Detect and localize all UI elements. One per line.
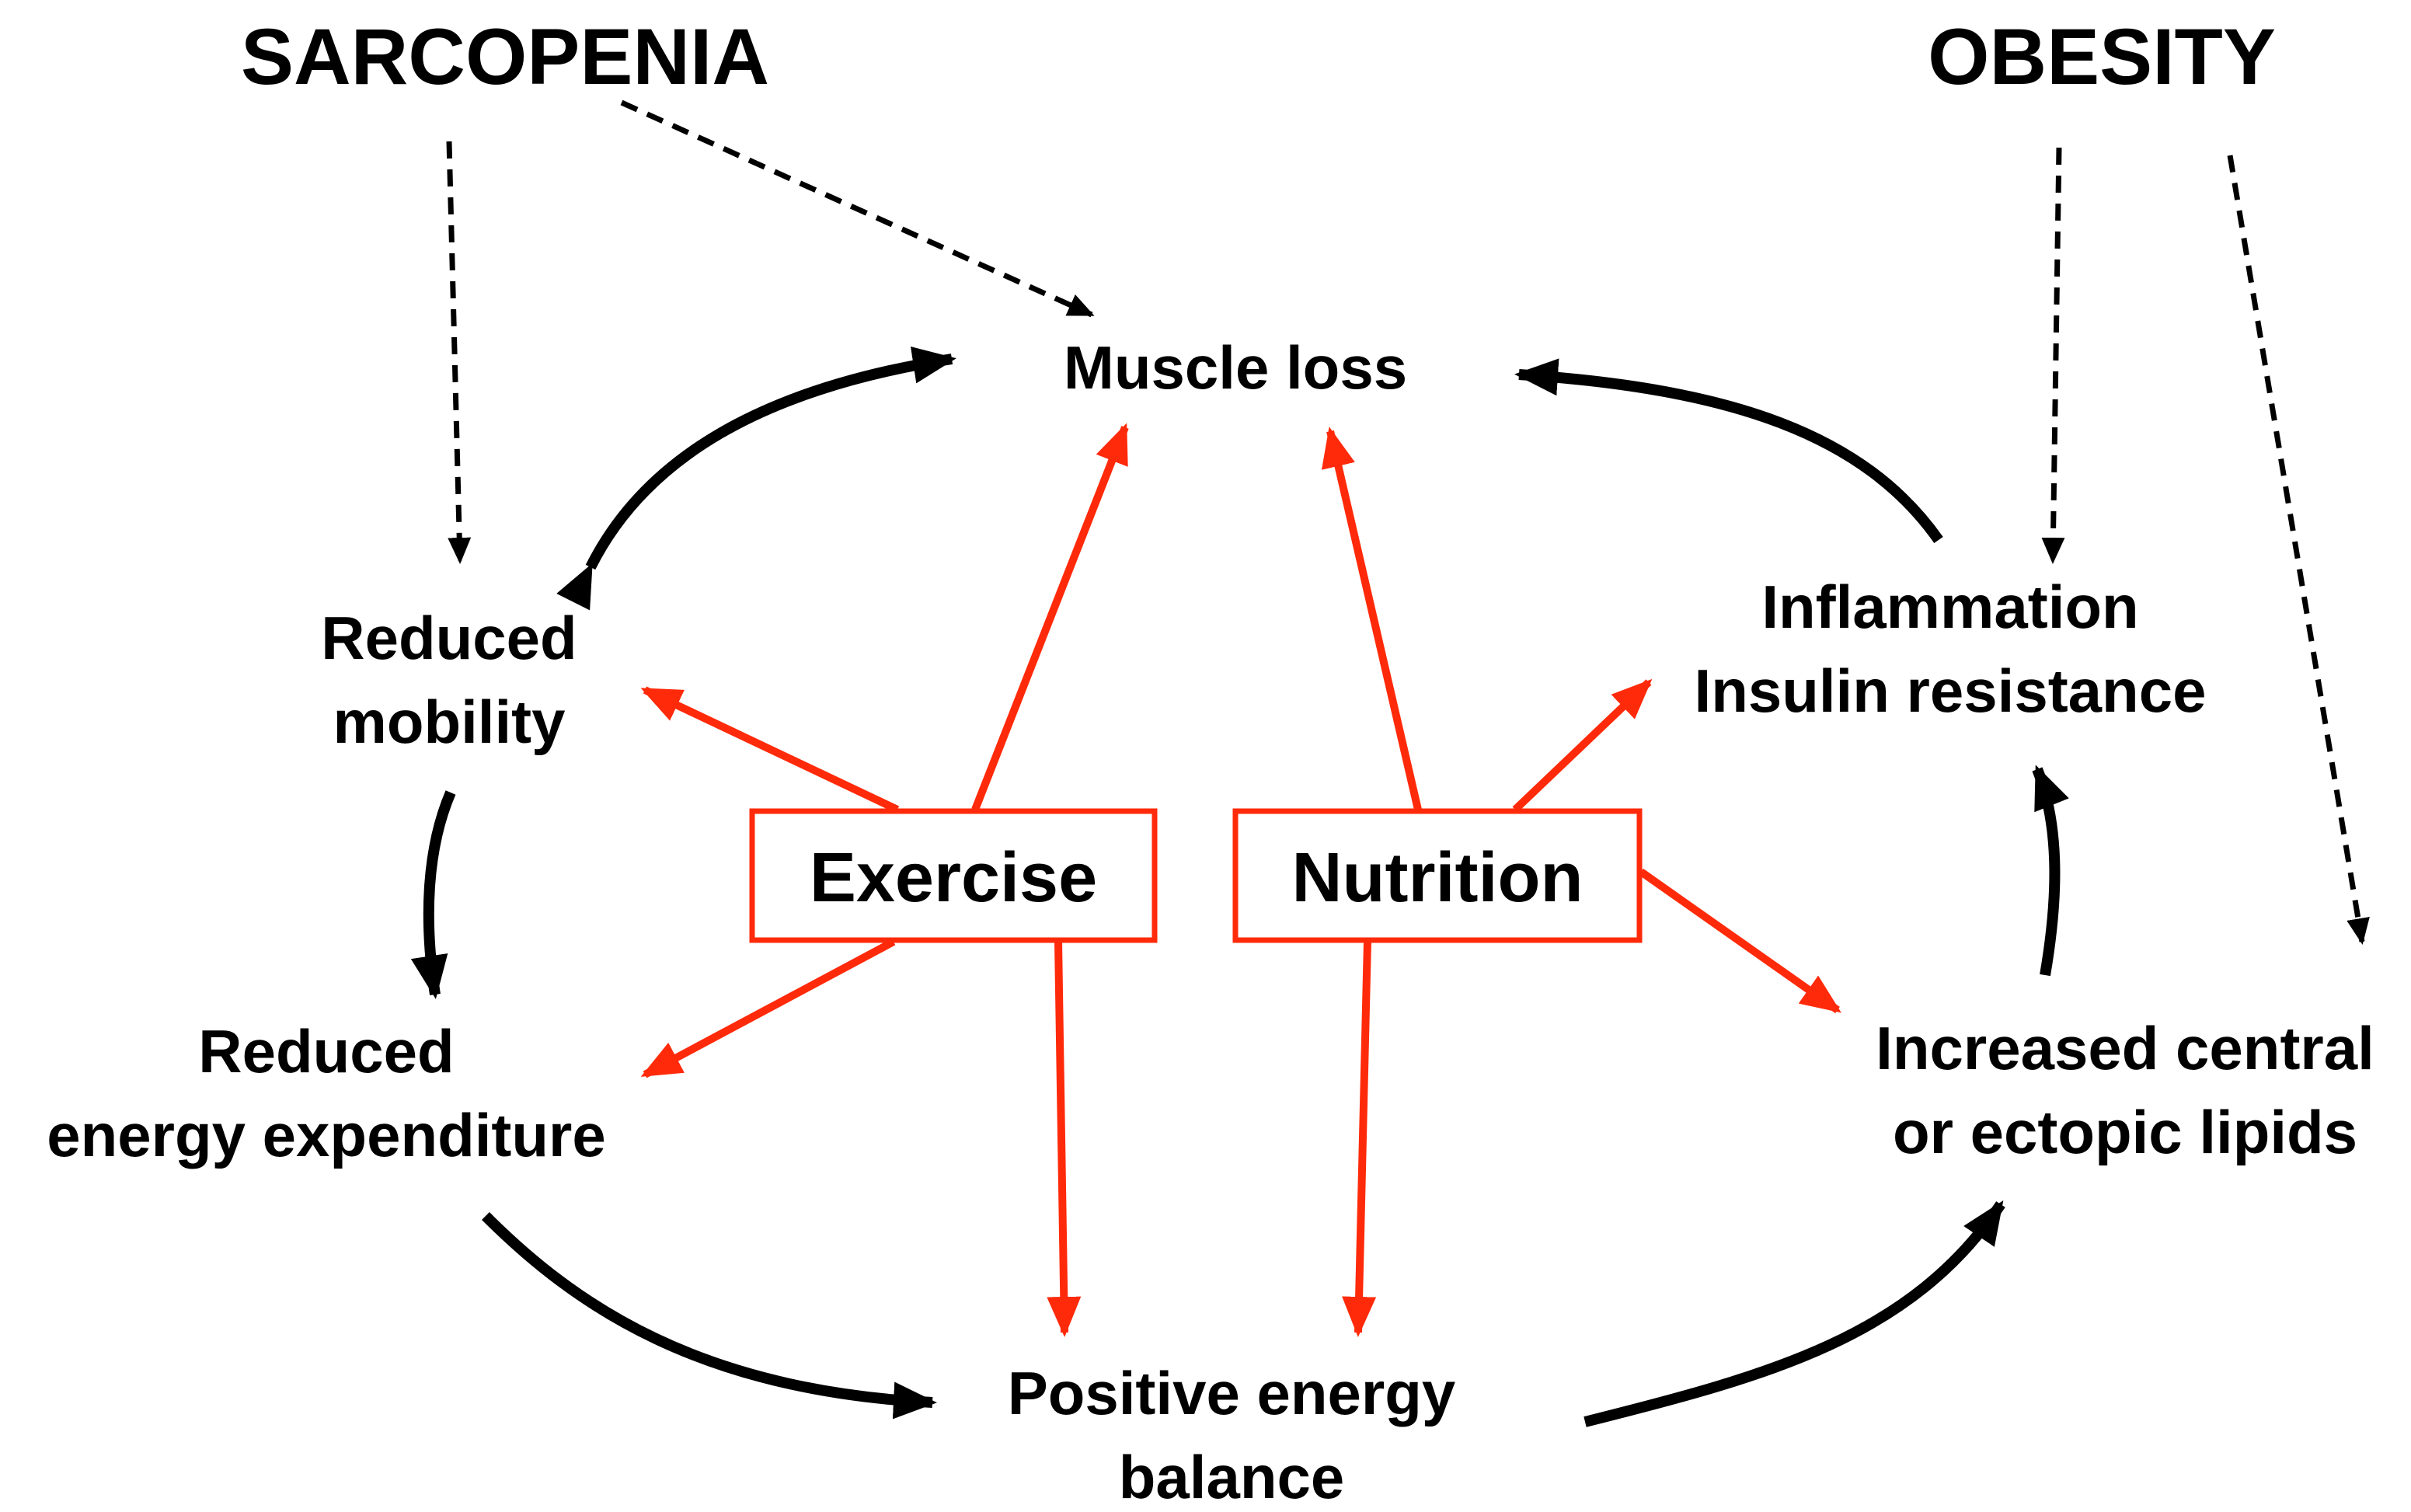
exercise-label: Exercise xyxy=(810,839,1097,917)
inflammation-line-2: Insulin resistance xyxy=(1695,657,2207,725)
nutrition-label: Nutrition xyxy=(1292,839,1584,917)
positive-energy-line-2: balance xyxy=(1119,1443,1344,1511)
nutrition-box xyxy=(1232,808,1643,943)
obesity-title: OBESITY xyxy=(1928,12,2276,101)
reduced-mobility-line-1: Reduced xyxy=(321,604,577,672)
lipids-line-1: Increased central xyxy=(1876,1014,2374,1082)
nutrition-to-inflammation-arrow xyxy=(1512,678,1653,813)
exercise-to-energy-expenditure-arrow xyxy=(640,938,896,1078)
reduced-energy-line-2: energy expenditure xyxy=(47,1101,606,1169)
mobility-muscle-loss-double-arrow xyxy=(556,346,956,611)
muscle-loss-label: Muscle loss xyxy=(1064,333,1407,402)
inflammation-line-1: Inflammation xyxy=(1761,573,2138,641)
inflammation-to-muscle-loss-arrow xyxy=(1514,358,1943,544)
reduced-energy-line-1: Reduced xyxy=(198,1017,454,1085)
reduced-mobility-line-2: mobility xyxy=(333,688,565,756)
positive-balance-to-lipids-arrow xyxy=(1584,1200,2005,1427)
obesity-to-lipids-dashed-arrow xyxy=(2227,155,2370,945)
exercise-to-positive-balance-arrow xyxy=(1047,941,1082,1337)
obesity-to-inflammation-dashed-arrow xyxy=(2041,147,2065,564)
nutrition-to-positive-balance-arrow xyxy=(1342,941,1377,1337)
energy-expenditure-to-positive-balance-arrow xyxy=(482,1212,937,1420)
lipids-line-2: or ectopic lipids xyxy=(1893,1098,2357,1166)
exercise-box xyxy=(749,808,1158,943)
positive-energy-line-1: Positive energy xyxy=(1008,1359,1456,1427)
sarcopenia-to-mobility-dashed-arrow xyxy=(446,141,472,564)
mobility-to-energy-expenditure-arrow xyxy=(410,790,456,999)
nutrition-to-lipids-arrow xyxy=(1639,868,1841,1014)
exercise-to-muscle-loss-arrow xyxy=(971,423,1129,811)
nutrition-to-muscle-loss-arrow xyxy=(1321,427,1422,811)
exercise-to-mobility-arrow xyxy=(640,686,900,813)
sarcopenia-to-muscle-loss-dashed-arrow xyxy=(620,99,1095,318)
sarcopenia-title: SARCOPENIA xyxy=(241,12,769,101)
lipids-to-inflammation-arrow xyxy=(2032,765,2069,977)
